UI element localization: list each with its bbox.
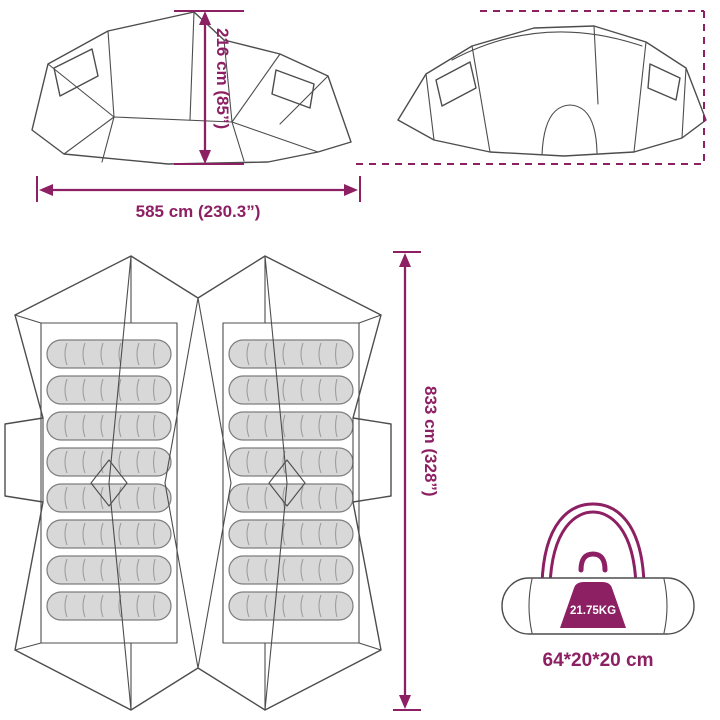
right-window <box>271 69 315 109</box>
tent-perspective-view-drawing <box>397 25 707 157</box>
tent-perspective-lines <box>397 25 707 157</box>
door-arch <box>541 104 598 156</box>
left-window <box>53 48 99 97</box>
left-window <box>435 61 477 107</box>
tent-front-view-drawing <box>31 11 352 165</box>
width-dimension-label: 585 cm (230.3”) <box>135 202 261 221</box>
floorplan-structure-lines <box>14 255 382 711</box>
length-dimension-label: 833 cm (328”) <box>421 386 440 497</box>
height-dimension-label: 216 cm (85”) <box>213 28 232 130</box>
right-window <box>647 63 681 101</box>
carry-bag-handle <box>540 502 646 588</box>
weight-value-label: 21.75KG <box>569 605 617 617</box>
tent-floorplan-drawing <box>4 255 392 711</box>
packed-size-label: 64*20*20 cm <box>542 650 654 671</box>
tent-front-view-lines <box>31 11 352 165</box>
carry-bag-drawing <box>501 502 695 635</box>
weight-icon <box>560 551 626 628</box>
